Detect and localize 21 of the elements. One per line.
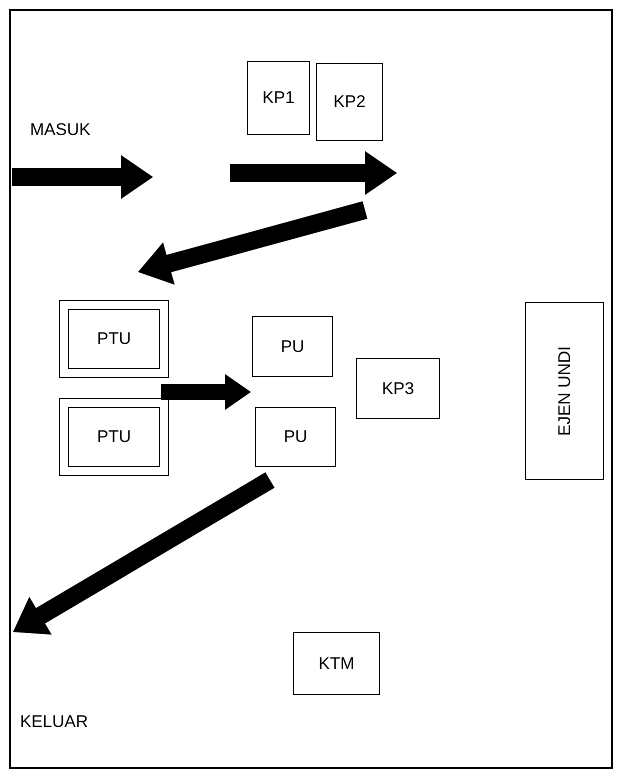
direction-label: KELUAR — [20, 712, 88, 732]
box-label: PTU — [97, 427, 131, 447]
station-box — [356, 358, 440, 419]
station-box — [247, 61, 310, 135]
box-label: PTU — [97, 329, 131, 349]
station-box — [252, 316, 333, 377]
box-label: KP3 — [382, 378, 414, 398]
box-label: KTM — [318, 654, 354, 674]
station-box — [525, 302, 604, 480]
double-bordered-box — [68, 407, 160, 467]
double-bordered-box — [68, 309, 160, 369]
direction-label: MASUK — [30, 120, 90, 140]
box-label: PU — [280, 336, 304, 356]
box-label: KP2 — [333, 92, 366, 112]
station-box — [316, 63, 383, 141]
station-box — [255, 407, 336, 467]
box-label: PU — [284, 427, 308, 447]
box-label: KP1 — [262, 88, 295, 108]
block-arrow — [161, 374, 251, 410]
box-label: EJEN UNDI — [554, 346, 574, 436]
station-box — [293, 632, 380, 695]
